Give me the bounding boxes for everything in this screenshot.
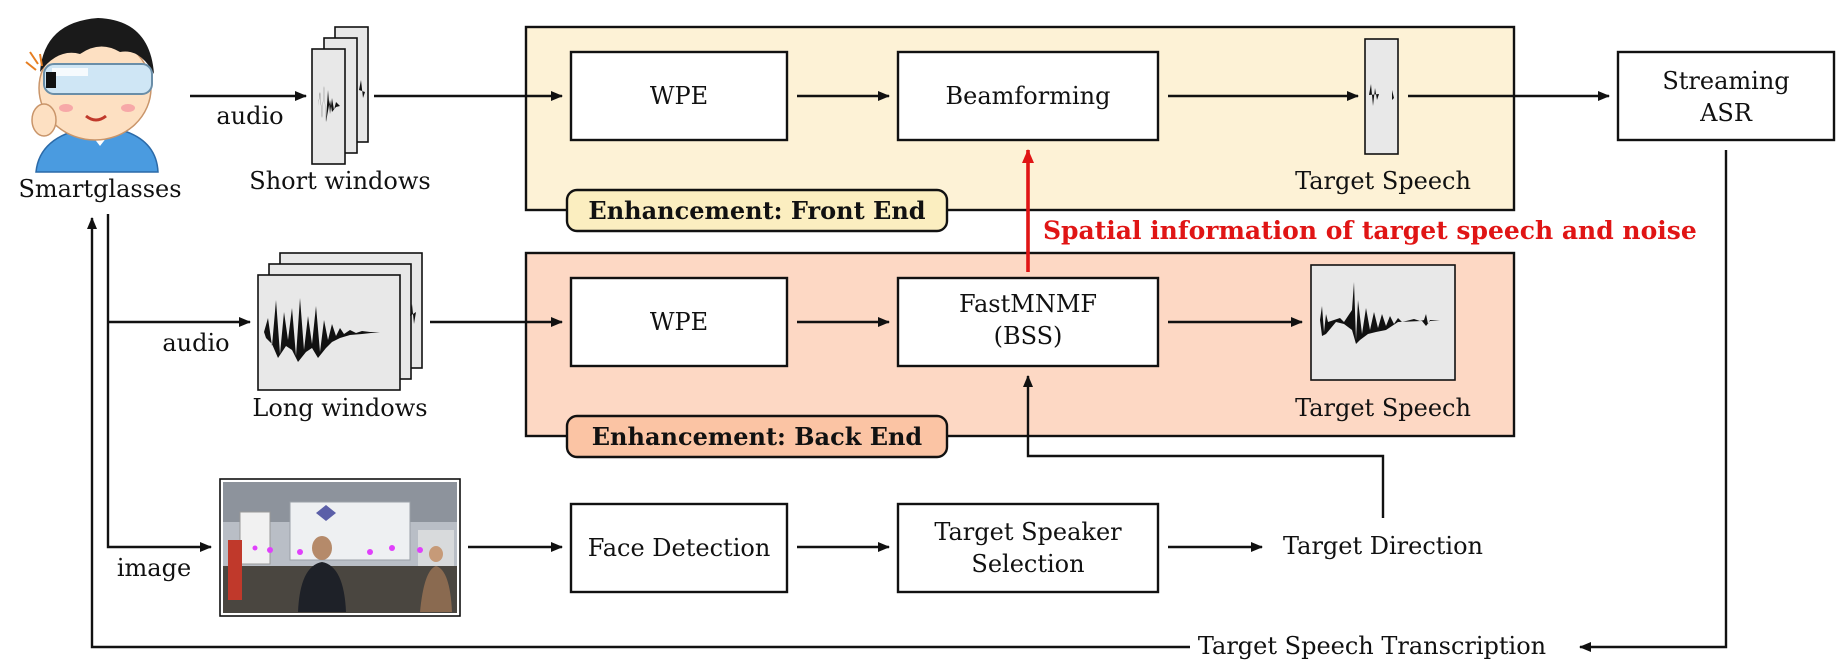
fe-wpe-label: WPE [650,82,708,110]
face-detection-box [569,502,789,594]
fastmnmf-box [896,276,1160,368]
connectors [87,91,1728,652]
asr-label-line2: ASR [1699,99,1753,127]
fe-output-waveform [1364,38,1399,155]
short-windows-stack [311,26,369,165]
audio-mid-label: audio [162,329,229,357]
camera-image [219,478,461,617]
image-label: image [117,554,191,582]
fe-wpe-box [569,50,789,142]
fastmnmf-label-line1: FastMNMF [959,290,1097,318]
speaker-selection-box [896,502,1160,594]
be-wpe-box [569,276,789,368]
front-end-tag [565,188,949,233]
face-detection-label: Face Detection [588,534,771,562]
target-direction-label: Target Direction [1283,532,1483,560]
beamforming-label: Beamforming [946,82,1111,110]
spatial-info-label: Spatial information of target speech and… [1043,216,1697,245]
front-end-tag-label: Enhancement: Front End [588,196,925,225]
smartglasses-person-icon [25,18,159,173]
be-wpe-label: WPE [650,308,708,336]
back-end-tag-label: Enhancement: Back End [592,422,923,451]
transcription-label: Target Speech Transcription [1198,632,1546,660]
be-output-label: Target Speech [1295,394,1471,422]
audio-top-label: audio [216,102,283,130]
asr-label-line1: Streaming [1662,67,1789,95]
device-label: Smartglasses [18,175,181,203]
fe-output-label: Target Speech [1295,167,1471,195]
long-windows-label: Long windows [252,394,427,422]
speaker-selection-label-line2: Selection [971,550,1084,578]
fastmnmf-label-line2: (BSS) [994,322,1063,350]
long-windows-stack [257,252,423,391]
be-output-waveform [1310,264,1456,381]
beamforming-box [896,50,1160,142]
streaming-asr-box [1616,50,1836,142]
speaker-selection-label-line1: Target Speaker [934,518,1122,546]
back-end-tag [565,414,949,459]
short-windows-label: Short windows [249,167,430,195]
